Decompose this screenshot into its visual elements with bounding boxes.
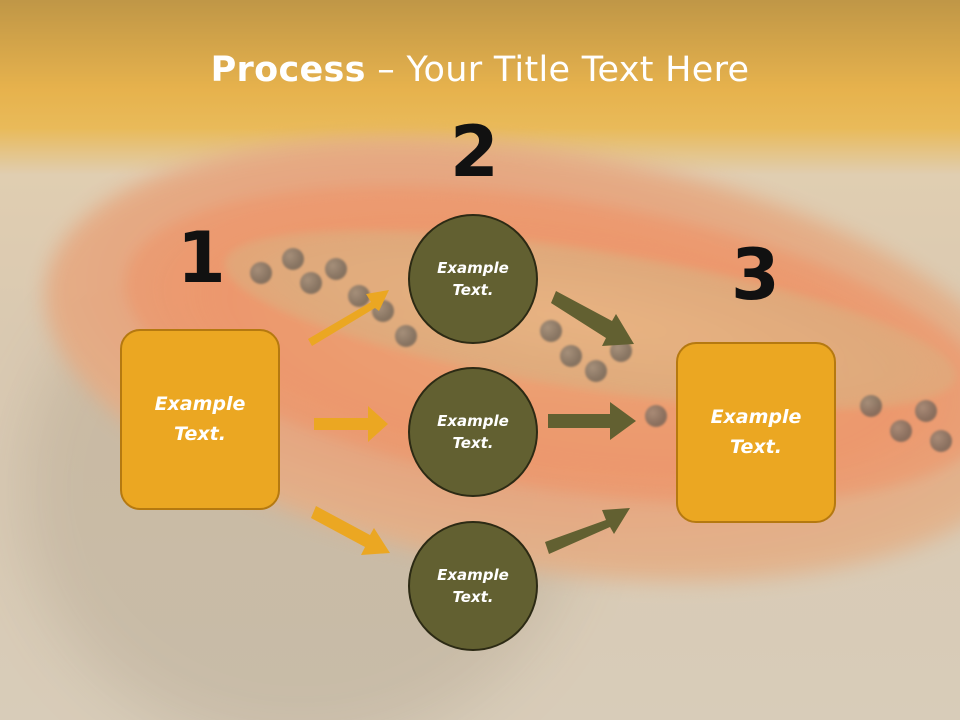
step-number-2: 2: [450, 111, 499, 193]
step-1-text: Example Text.: [154, 393, 246, 445]
step-number-1: 1: [177, 217, 226, 299]
arrow-bottom-to-step3: [545, 508, 630, 554]
arrow-step1-to-middle: [314, 406, 388, 442]
step-2-circle-bottom-text: Example Text.: [437, 565, 509, 607]
step-3-box: Example Text.: [676, 342, 836, 523]
arrow-step1-to-bottom: [311, 506, 390, 555]
arrow-middle-to-step3: [548, 402, 636, 440]
title-bold: Process: [210, 50, 366, 90]
step-number-3: 3: [731, 234, 780, 316]
slide-title: Process – Your Title Text Here: [0, 50, 960, 90]
step-2-circle-middle: Example Text.: [408, 367, 538, 497]
arrow-top-to-step3: [551, 291, 634, 346]
step-2-circle-top: Example Text.: [408, 214, 538, 344]
step-2-circle-top-text: Example Text.: [437, 258, 509, 300]
title-rest: – Your Title Text Here: [365, 50, 750, 90]
step-2-circle-bottom: Example Text.: [408, 521, 538, 651]
step-2-circle-middle-text: Example Text.: [437, 411, 509, 453]
step-3-text: Example Text.: [710, 406, 802, 458]
step-1-box: Example Text.: [120, 329, 280, 510]
arrow-step1-to-top: [308, 290, 389, 346]
